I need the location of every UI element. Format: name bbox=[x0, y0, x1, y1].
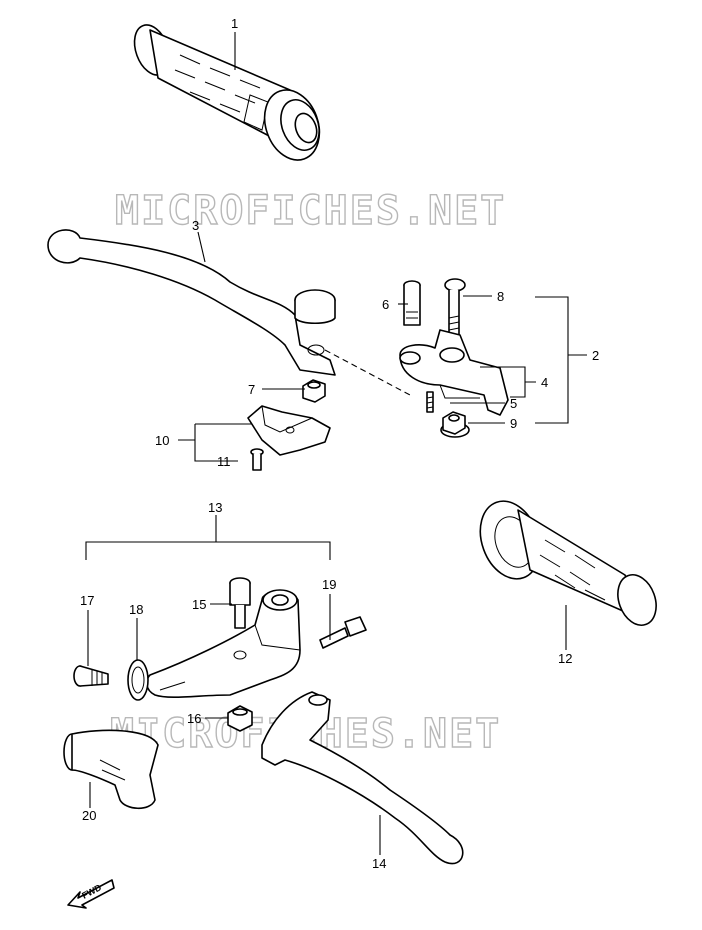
part-17-screw bbox=[73, 665, 109, 687]
callout-17: 17 bbox=[80, 593, 94, 608]
part-19-bolt bbox=[319, 616, 367, 649]
callout-5: 5 bbox=[510, 396, 517, 411]
callout-18: 18 bbox=[129, 602, 143, 617]
part-15-bolt bbox=[229, 577, 251, 629]
callout-3: 3 bbox=[192, 218, 199, 233]
part-8-screw bbox=[444, 278, 466, 341]
callout-1: 1 bbox=[231, 16, 238, 31]
callout-14: 14 bbox=[372, 856, 386, 871]
part-14-clutch-lever bbox=[261, 691, 464, 865]
part-6-pivot-bolt bbox=[403, 280, 421, 326]
part-18-adjuster-wheel bbox=[127, 659, 149, 701]
callout-20: 20 bbox=[82, 808, 96, 823]
callout-8: 8 bbox=[497, 289, 504, 304]
callout-9: 9 bbox=[510, 416, 517, 431]
assembly-line bbox=[324, 349, 411, 396]
part-9-flange-nut bbox=[440, 411, 470, 438]
callout-6: 6 bbox=[382, 297, 389, 312]
part-1-throttle-grip bbox=[133, 24, 321, 161]
callout-11: 11 bbox=[217, 454, 231, 469]
part-12-left-grip bbox=[479, 500, 657, 626]
callout-12: 12 bbox=[558, 651, 572, 666]
part-20-dust-boot bbox=[63, 729, 159, 810]
part-13-clutch-holder bbox=[145, 589, 301, 699]
part-10-brake-switch bbox=[247, 405, 331, 456]
part-5-set-screw bbox=[426, 391, 434, 413]
leader-lines bbox=[85, 32, 587, 855]
part-3-brake-lever bbox=[47, 229, 336, 376]
fwd-arrow-icon: FWD bbox=[67, 879, 115, 909]
callout-13: 13 bbox=[208, 500, 222, 515]
part-16-nut bbox=[227, 705, 253, 732]
callout-10: 10 bbox=[155, 433, 169, 448]
callout-2: 2 bbox=[592, 348, 599, 363]
watermark-top: MICROFICHES.NET bbox=[115, 188, 506, 234]
callout-4: 4 bbox=[541, 375, 548, 390]
part-7-nut bbox=[302, 379, 326, 403]
callout-15: 15 bbox=[192, 597, 206, 612]
callout-7: 7 bbox=[248, 382, 255, 397]
part-4-lever-bracket bbox=[399, 329, 509, 416]
part-11-screw bbox=[250, 448, 264, 471]
callout-19: 19 bbox=[322, 577, 336, 592]
callout-16: 16 bbox=[187, 711, 201, 726]
